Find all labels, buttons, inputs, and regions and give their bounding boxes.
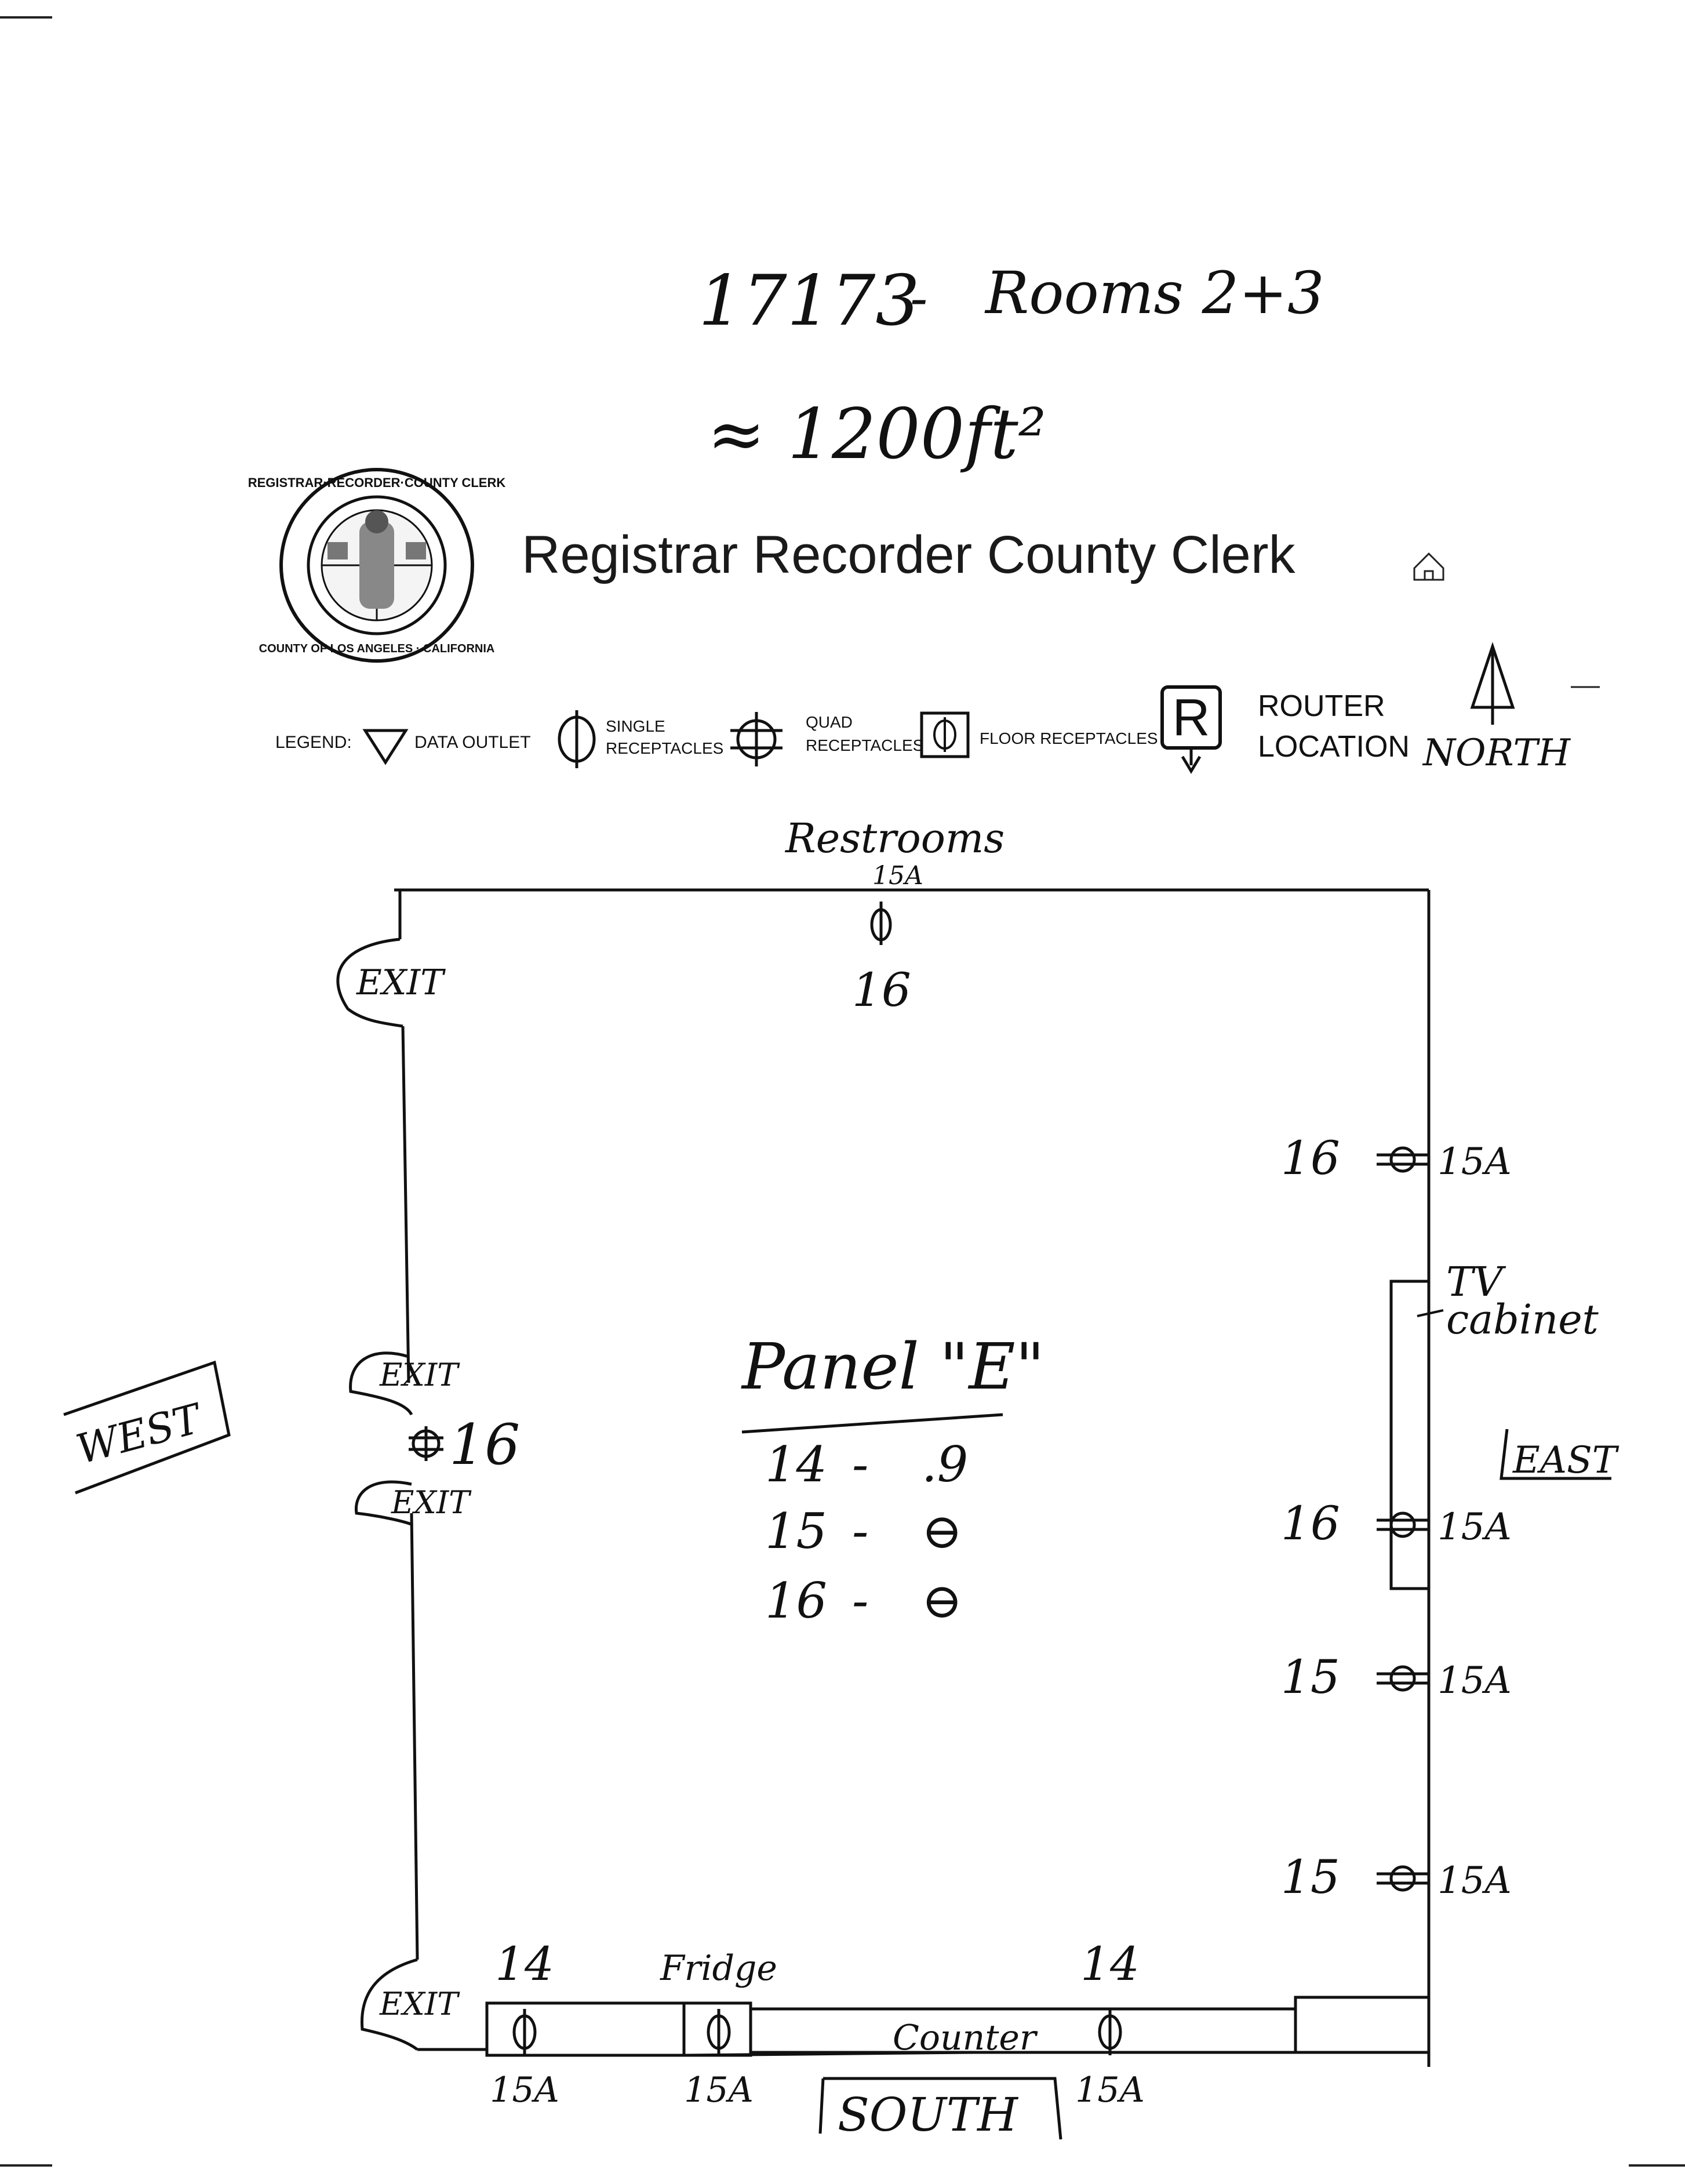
- east-receptacle-amp: 15A: [1437, 1859, 1512, 1902]
- legend-data-outlet: DATA OUTLET: [414, 733, 531, 752]
- restrooms-label: Restrooms: [784, 815, 1005, 862]
- north-receptacle-circuit: 16: [852, 963, 911, 1017]
- panel-row: 14-.9: [765, 1436, 968, 1493]
- east-receptacle: 15 15A: [1281, 1850, 1512, 1904]
- south-receptacle-circuit: Fridge: [660, 1948, 777, 1989]
- legend-floor: FLOOR RECEPTACLES: [980, 729, 1158, 747]
- panel-row-circuit: 14: [765, 1436, 827, 1493]
- tv-cabinet-label-1: TV: [1446, 1258, 1506, 1306]
- single-receptacle-icon: [558, 710, 596, 768]
- router-symbol: R: [1173, 689, 1210, 747]
- svg-text:EXIT: EXIT: [379, 1357, 460, 1393]
- north-single-receptacle: [870, 902, 892, 945]
- exit-door-southwest: EXIT: [360, 1958, 460, 2051]
- east-receptacle: 16 15A: [1281, 1131, 1512, 1185]
- east-receptacle-amp: 15A: [1437, 1140, 1512, 1183]
- panel-row-circuit: 15: [765, 1503, 827, 1560]
- receptacle-icon: [1377, 1146, 1429, 1173]
- svg-text:EXIT: EXIT: [356, 962, 446, 1003]
- legend-label: LEGEND:: [275, 733, 352, 752]
- panel-row-value: ⊖: [922, 1503, 962, 1560]
- svg-text:REGISTRAR·RECORDER·COUNTY CLER: REGISTRAR·RECORDER·COUNTY CLERK: [248, 475, 506, 490]
- panel-row: 16-⊖: [765, 1572, 962, 1629]
- west-label: WEST: [63, 1360, 231, 1495]
- legend-router-2: LOCATION: [1258, 730, 1410, 764]
- panel-row-value: ⊖: [922, 1572, 962, 1629]
- svg-text:EXIT: EXIT: [391, 1484, 472, 1521]
- east-receptacle-amp: 15A: [1437, 1506, 1512, 1549]
- tv-cabinet: TV cabinet: [1389, 1258, 1599, 1590]
- exit-door-west-lower: EXIT: [354, 1480, 472, 1527]
- svg-text:EXIT: EXIT: [379, 1986, 460, 2022]
- exit-door-northwest: EXIT: [336, 937, 446, 1028]
- single-receptacle-icon: [1098, 2009, 1122, 2055]
- east-label: EAST: [1500, 1429, 1620, 1482]
- note-dash: -: [910, 268, 927, 329]
- south-receptacle-amp: 15A: [490, 2070, 559, 2110]
- south-receptacle: 14 15A: [1075, 1937, 1145, 2110]
- east-receptacle: 16 15A: [1281, 1496, 1512, 1550]
- west-receptacle-circuit: 16: [449, 1412, 520, 1477]
- south-receptacle-list: 14 15A Fridge 15A 14 15A: [490, 1937, 1145, 2110]
- svg-text:SOUTH: SOUTH: [838, 2088, 1019, 2142]
- single-receptacle-icon: [512, 2009, 537, 2055]
- south-receptacle-amp: 15A: [1075, 2070, 1145, 2110]
- receptacle-icon: [1377, 1665, 1429, 1692]
- south-receptacle-circuit: 14: [495, 1937, 554, 1991]
- single-receptacle-icon: [707, 2009, 731, 2055]
- legend-single-2: RECEPTACLES: [606, 739, 723, 757]
- east-receptacle-circuit: 15: [1281, 1650, 1340, 1704]
- legend-quad-1: QUAD: [806, 713, 853, 731]
- panel-title: Panel "E": [741, 1329, 1045, 1404]
- area-note: ≈ 1200ft²: [707, 394, 1046, 475]
- west-quad-receptacle: [409, 1426, 443, 1461]
- north-receptacle-amp: 15A: [872, 861, 923, 891]
- panel-row-separator: -: [852, 1436, 868, 1493]
- rooms-note: Rooms 2+3: [984, 259, 1324, 327]
- east-receptacle-amp: 15A: [1437, 1659, 1512, 1702]
- east-receptacle-circuit: 15: [1281, 1850, 1340, 1904]
- south-receptacle: Fridge 15A: [660, 1948, 777, 2110]
- panel-row: 15-⊖: [765, 1503, 962, 1560]
- router-location-icon: R: [1160, 685, 1222, 774]
- panel-row-separator: -: [852, 1503, 868, 1560]
- exit-door-west-upper: EXIT: [349, 1351, 460, 1416]
- receptacle-icon: [1377, 1511, 1429, 1538]
- north-label: NORTH: [1422, 732, 1571, 775]
- counter-label: Counter: [893, 2018, 1038, 2058]
- tv-cabinet-label-2: cabinet: [1446, 1296, 1599, 1343]
- legend-router-1: ROUTER: [1258, 689, 1385, 723]
- floor-receptacle-icon: [920, 711, 970, 758]
- south-receptacle-circuit: 14: [1080, 1937, 1140, 1991]
- svg-text:EAST: EAST: [1512, 1439, 1620, 1482]
- panel-row-separator: -: [852, 1572, 868, 1629]
- panel-row-value: .9: [922, 1436, 968, 1493]
- quad-receptacle-icon: [730, 712, 783, 766]
- south-receptacle: 14 15A: [490, 1937, 559, 2110]
- south-receptacle-amp: 15A: [684, 2070, 754, 2110]
- counter: [485, 1996, 1431, 2057]
- receptacle-icon: [1377, 1865, 1429, 1892]
- east-receptacle: 15 15A: [1281, 1650, 1512, 1704]
- legend-single-1: SINGLE: [606, 717, 665, 735]
- east-receptacle-circuit: 16: [1281, 1131, 1340, 1185]
- south-label: SOUTH: [818, 2077, 1062, 2142]
- home-icon: [1413, 552, 1444, 581]
- data-outlet-icon: [362, 729, 409, 765]
- legend: LEGEND: DATA OUTLET SINGLE RECEPTACLES Q…: [275, 642, 1600, 775]
- job-number: 17173: [698, 261, 920, 341]
- north-arrow-icon: [1470, 642, 1515, 725]
- east-receptacle-circuit: 16: [1281, 1496, 1340, 1550]
- page-title: Registrar Recorder County Clerk: [522, 525, 1295, 584]
- legend-quad-2: RECEPTACLES: [806, 736, 923, 754]
- panel-row-circuit: 16: [765, 1572, 827, 1629]
- svg-text:COUNTY OF LOS ANGELES · CALIFO: COUNTY OF LOS ANGELES · CALIFORNIA: [259, 642, 495, 655]
- room-walls: [394, 888, 1431, 2067]
- panel-underline: [741, 1413, 1003, 1434]
- panel-circuit-list: 14-.915-⊖16-⊖: [765, 1436, 968, 1629]
- county-seal-logo: REGISTRAR·RECORDER·COUNTY CLERK COUNTY O…: [248, 468, 506, 663]
- east-receptacle-list: 16 15A 16 15A 15 15A 15 15A: [1281, 1131, 1512, 1904]
